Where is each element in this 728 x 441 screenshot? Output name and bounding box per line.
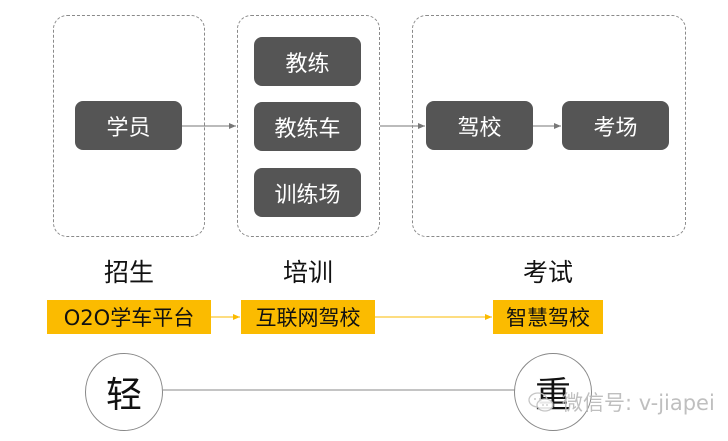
circle-light: 轻 xyxy=(85,353,163,431)
circle-heavy: 重 xyxy=(514,353,592,431)
node-coach: 教练 xyxy=(254,37,361,86)
watermark: 微信号: v-jiapei xyxy=(528,387,715,417)
group-training xyxy=(237,15,380,237)
node-student: 学员 xyxy=(75,101,182,150)
tag-internet-school: 互联网驾校 xyxy=(241,300,375,334)
node-coach-car: 教练车 xyxy=(254,102,361,151)
group-exam xyxy=(412,15,686,237)
stage-label-training: 培训 xyxy=(282,258,333,287)
node-driving-school: 驾校 xyxy=(426,101,533,150)
stage-label-exam: 考试 xyxy=(522,258,573,287)
tag-smart-school: 智慧驾校 xyxy=(493,300,603,334)
stage-label-recruit: 招生 xyxy=(103,258,154,287)
watermark-text: 微信号: v-jiapei xyxy=(562,391,715,415)
group-recruit xyxy=(53,15,205,237)
node-training-ground: 训练场 xyxy=(254,168,361,217)
node-exam-site: 考场 xyxy=(562,101,669,150)
wechat-icon xyxy=(528,392,554,412)
tag-o2o-platform: O2O学车平台 xyxy=(47,300,211,334)
